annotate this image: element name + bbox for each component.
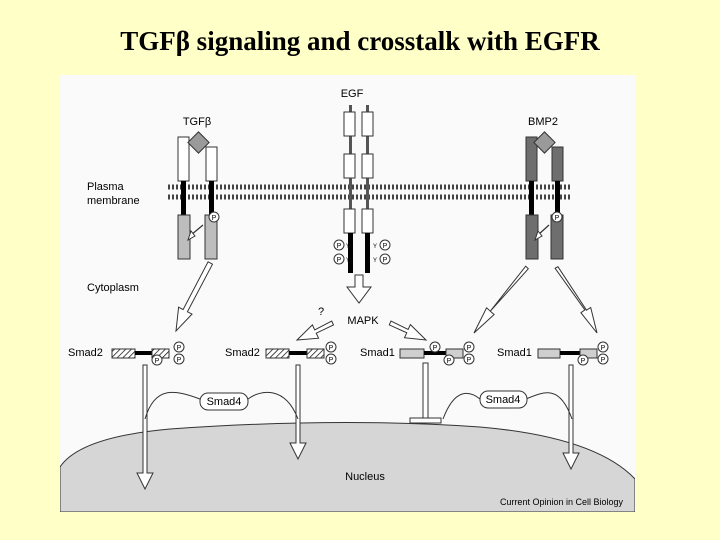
arrow-smad2-to-nucleus-right [290, 365, 306, 459]
signaling-diagram: Nucleus Plasma membrane Cytoplasm TGFβ P… [60, 75, 635, 512]
tgfbr-phospho-label: P [212, 215, 217, 222]
smad1-left-phospho-label: P [467, 345, 472, 352]
smad2-right-phospho-label: P [329, 345, 334, 352]
nucleus-label: Nucleus [345, 471, 385, 483]
plasma-membrane [168, 187, 572, 197]
plasma-membrane-label-line1: Plasma [87, 181, 125, 193]
smad2-complex-left: Smad2 [68, 342, 184, 365]
smad2-right-phospho-label: P [329, 357, 334, 364]
egfr-py-label: P [383, 257, 388, 264]
smad1-complex-right: Smad1 [497, 342, 608, 365]
cytoplasm-label: Cytoplasm [87, 282, 139, 294]
smad1-right-phospho-label: P [601, 345, 606, 352]
smad1-right-phospho-label: P [581, 358, 586, 365]
smad1-label-right: Smad1 [497, 347, 532, 359]
arrow-bmpr-to-smad1-right [555, 267, 597, 333]
smad2-left-phospho-label: P [177, 357, 182, 364]
smad1-right-phospho-label: P [601, 357, 606, 364]
plasma-membrane-label-line2: membrane [87, 195, 140, 207]
bmpr-phospho-label: P [555, 215, 560, 222]
egfr-py-label: P [337, 257, 342, 264]
tgfb-ligand-label: TGFβ [183, 116, 211, 128]
smad2-left-phospho-label: P [155, 358, 160, 365]
smad1-left-phospho-label: P [433, 345, 438, 352]
smad2-complex-right: Smad2 [225, 342, 336, 364]
bmp2-ligand-label: BMP2 [528, 116, 558, 128]
smad2-label-left: Smad2 [68, 347, 103, 359]
arrow-mapk-to-smad1 [389, 321, 426, 340]
smad1-left-phospho-label: P [467, 357, 472, 364]
egf-ligand-label: EGF [341, 88, 364, 100]
smad1-left-phospho-label: P [447, 358, 452, 365]
slide-title: TGFβ signaling and crosstalk with EGFR [0, 26, 720, 57]
arrow-mapk-to-smad2 [297, 321, 334, 340]
egfr-py-label: P [383, 243, 388, 250]
egfr-y-label: Y [346, 258, 350, 264]
smad1-label-left: Smad1 [360, 347, 395, 359]
egf-receptor: EGF P Y P Y P Y P Y [334, 88, 390, 273]
inhibition-bar [410, 363, 441, 423]
egfr-y-label: Y [346, 244, 350, 250]
egfr-y-label: Y [373, 258, 377, 264]
smad1-complex-left: Smad1 [360, 342, 474, 365]
smad2-left-phospho-label: P [177, 345, 182, 352]
smad4-label-right: Smad4 [486, 394, 521, 406]
figure-credit: Current Opinion in Cell Biology [500, 497, 624, 507]
smad4-label-left: Smad4 [207, 396, 242, 408]
tgfb-receptor: TGFβ P [178, 116, 219, 259]
arrow-tgfbr-to-smad2 [176, 262, 213, 331]
arrow-egfr-to-mapk [347, 275, 371, 303]
smad2-label-right: Smad2 [225, 347, 260, 359]
mapk-label: MAPK [347, 315, 379, 327]
egfr-py-label: P [337, 243, 342, 250]
question-mark-label: ? [318, 306, 324, 318]
egfr-y-label: Y [373, 244, 377, 250]
arrow-bmpr-to-smad1-left [474, 266, 528, 333]
